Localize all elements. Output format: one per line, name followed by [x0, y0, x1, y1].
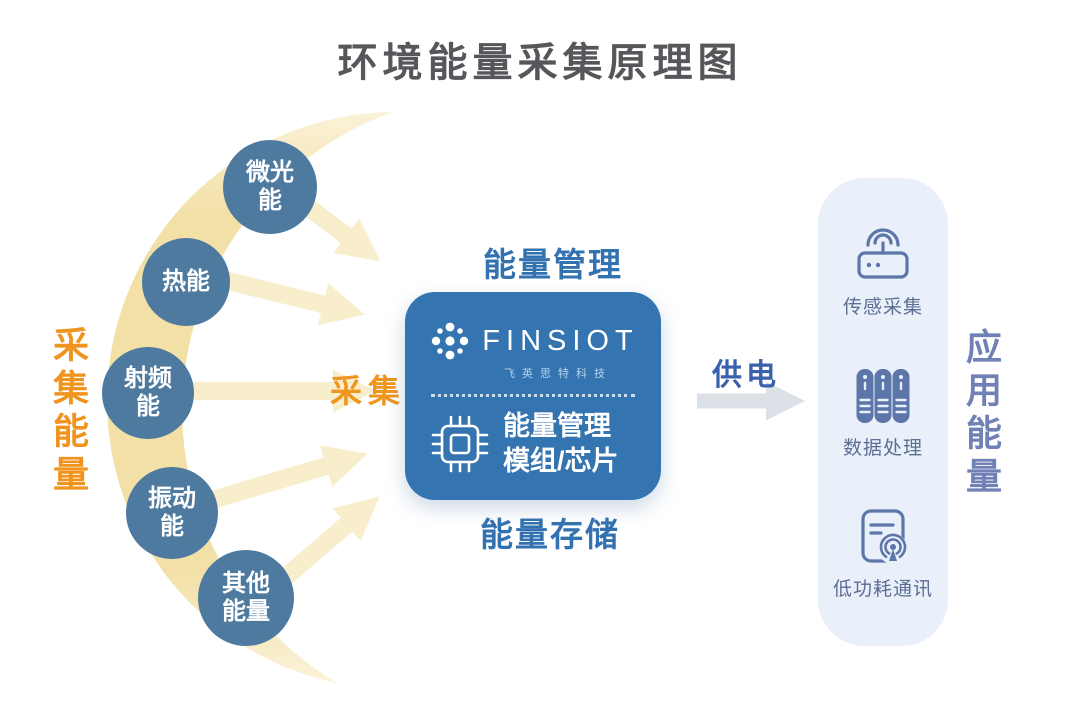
- finsiot-logo-icon: [432, 322, 469, 360]
- module-title: 能量管理 模组/芯片: [503, 409, 619, 479]
- energy-source-microlight: 微光能: [223, 140, 317, 234]
- lowpower-comm-icon: [861, 509, 908, 564]
- dotted-divider: [431, 394, 635, 397]
- energy-source-thermal: 热能: [142, 238, 230, 326]
- energy-management-label: 能量管理: [483, 246, 623, 283]
- app-item-label: 传感采集: [842, 297, 923, 318]
- energy-module-box: FINSIOT 飞英思特科技 能量管理 模组/芯片: [405, 292, 661, 500]
- app-item-processing: 数据处理: [843, 364, 923, 460]
- app-item-label: 低功耗通讯: [832, 579, 933, 600]
- harvest-energy-side-label: 采集能量: [48, 326, 89, 498]
- page-title: 环境能量采集原理图: [337, 41, 743, 85]
- brand-subtitle: 飞英思特科技: [504, 368, 612, 380]
- app-item-label: 数据处理: [842, 438, 923, 459]
- sensor-router-icon: [857, 228, 909, 279]
- chip-icon: [431, 415, 489, 473]
- energy-source-other: 其他能量: [198, 550, 294, 646]
- module-title-line1: 能量管理: [503, 411, 611, 441]
- energy-source-vibration: 振动能: [126, 467, 218, 559]
- energy-source-label: 其他能量: [222, 570, 270, 625]
- energy-storage-label: 能量存储: [480, 516, 620, 553]
- app-item-communication: 低功耗通讯: [833, 505, 933, 601]
- energy-source-rf: 射频能: [102, 347, 194, 439]
- brand-wordmark: FINSIOT: [482, 324, 639, 357]
- energy-source-label: 振动能: [148, 485, 196, 540]
- application-panel: 传感采集 数据处理: [818, 178, 948, 646]
- energy-source-label: 射频能: [124, 365, 172, 420]
- apply-energy-side-label: 应用能量: [961, 328, 1002, 500]
- data-server-icon: [856, 369, 910, 423]
- power-supply-label: 供电: [712, 359, 780, 392]
- energy-source-label: 微光能: [246, 159, 294, 214]
- energy-source-label: 热能: [162, 268, 210, 296]
- module-title-line2: 模组/芯片: [503, 446, 619, 477]
- app-item-sensing: 传感采集: [843, 223, 923, 319]
- collect-label: 采集: [330, 373, 407, 409]
